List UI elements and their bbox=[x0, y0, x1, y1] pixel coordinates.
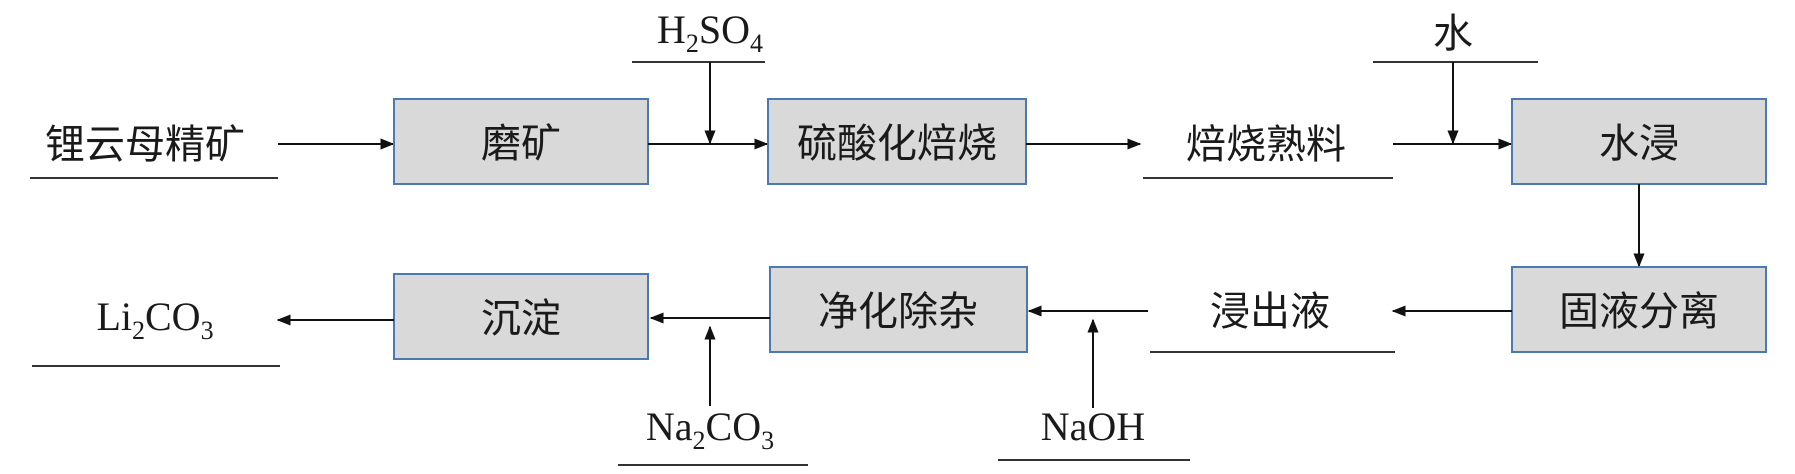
naoh-reagent-label: NaOH bbox=[1041, 404, 1145, 449]
acid-mid: SO bbox=[699, 7, 750, 52]
product-label: Li2CO3 bbox=[96, 294, 213, 345]
grinding-label: 磨矿 bbox=[481, 121, 561, 167]
carbonate-reagent-label: Na2CO3 bbox=[646, 404, 774, 455]
carbonate-sub1: 2 bbox=[693, 426, 706, 455]
carbonate-base: Na bbox=[646, 404, 693, 449]
precipitation-box: 沉淀 bbox=[393, 273, 649, 360]
product-mid: CO bbox=[145, 294, 201, 339]
product-base: Li bbox=[96, 294, 132, 339]
separation-label: 固液分离 bbox=[1559, 289, 1719, 335]
roasting-box: 硫酸化焙烧 bbox=[767, 98, 1027, 185]
leachate-label: 浸出液 bbox=[1210, 289, 1330, 335]
precipitation-label: 沉淀 bbox=[481, 296, 561, 342]
acid-sub2: 4 bbox=[750, 29, 763, 58]
leaching-box: 水浸 bbox=[1511, 98, 1767, 185]
leaching-label: 水浸 bbox=[1599, 121, 1679, 167]
acid-base: H bbox=[657, 7, 686, 52]
carbonate-mid: CO bbox=[706, 404, 762, 449]
feed-label: 锂云母精矿 bbox=[45, 122, 245, 168]
carbonate-sub2: 3 bbox=[761, 426, 774, 455]
clinker-label: 焙烧熟料 bbox=[1186, 122, 1346, 168]
roasting-label: 硫酸化焙烧 bbox=[797, 121, 997, 167]
acid-sub1: 2 bbox=[686, 29, 699, 58]
grinding-box: 磨矿 bbox=[393, 98, 649, 185]
water-reagent-label: 水 bbox=[1433, 11, 1473, 57]
product-sub1: 2 bbox=[132, 316, 145, 345]
separation-box: 固液分离 bbox=[1511, 266, 1767, 353]
product-sub2: 3 bbox=[201, 316, 214, 345]
purification-label: 净化除杂 bbox=[818, 289, 978, 335]
acid-reagent-label: H2SO4 bbox=[657, 7, 763, 58]
purification-box: 净化除杂 bbox=[769, 266, 1028, 353]
